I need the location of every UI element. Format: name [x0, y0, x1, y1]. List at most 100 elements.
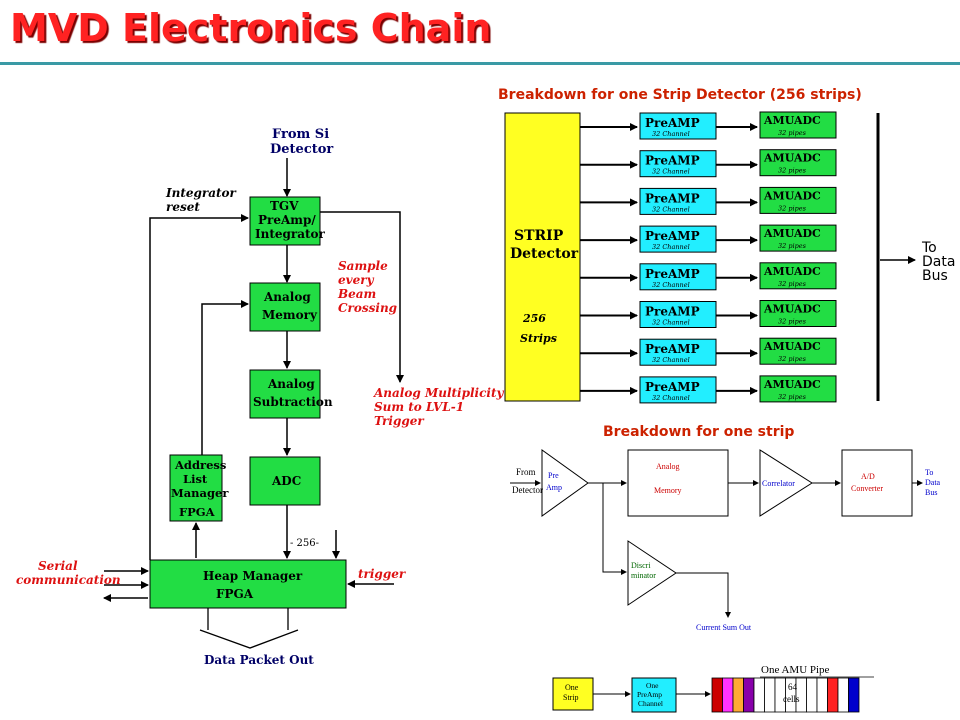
preamp-block: [639, 187, 717, 215]
pipe-cell: [848, 677, 860, 713]
one-strip-to-bus-label: To: [925, 468, 933, 477]
preamp-channel-box: [631, 677, 677, 713]
preamp-block: [639, 338, 717, 366]
trigger-label: trigger: [358, 567, 407, 581]
strips-label: Strips: [520, 332, 557, 345]
from-si-label: From Si: [272, 127, 329, 142]
preamp-sub-label: 32 Channel: [652, 168, 690, 176]
from-detector-label-2: Detector: [512, 485, 543, 495]
amuadc-block: [759, 186, 837, 214]
multiplicity-note: Analog Multiplicity: [373, 386, 505, 400]
amuadc-label: AMUADC: [763, 227, 821, 240]
heap-manager-label: Heap Manager: [203, 569, 303, 583]
sample-note-4: Crossing: [338, 301, 397, 315]
heap-manager-label-2: FPGA: [216, 587, 254, 601]
amu-pipe-cells: [711, 677, 860, 713]
amuadc-sub-label: 32 pipes: [778, 129, 807, 137]
preamp-label: PreAMP: [645, 380, 700, 394]
preamp-sub-label: 32 Channel: [652, 130, 690, 138]
amuadc-sub-label: 32 pipes: [778, 393, 807, 401]
bus-width-label: - 256-: [290, 538, 319, 549]
cells-label: cells: [783, 694, 800, 704]
preamp-block: [639, 263, 717, 291]
analog-subtraction-label-2: Subtraction: [253, 395, 333, 409]
amuadc-label: AMUADC: [763, 303, 821, 316]
amuadc-sub-label: 32 pipes: [778, 280, 807, 288]
amuadc-block: [759, 111, 837, 139]
tgv-label-3: Integrator: [255, 227, 326, 241]
one-strip-diagram: From Detector Pre Amp Analog Memory Corr…: [510, 449, 941, 632]
data-packet-out-label: Data Packet Out: [204, 653, 314, 667]
amuadc-block: [759, 224, 837, 252]
heap-manager-block: [149, 559, 347, 609]
serial-label-2: communication: [16, 573, 121, 587]
amuadc-label: AMUADC: [763, 378, 821, 391]
discriminator-triangle: [627, 540, 677, 606]
alm-label: Address: [174, 458, 226, 472]
correlator-label: Correlator: [762, 479, 795, 488]
one-strip-to-bus-label-3: Bus: [925, 488, 937, 497]
left-chain: From Si Detector Integrator reset TGV Pr…: [16, 127, 505, 667]
preamp-block: [639, 150, 717, 178]
amuadc-label: AMUADC: [763, 152, 821, 165]
multiplicity-note-2: Sum to LVL-1: [374, 400, 464, 414]
page-title: MVD Electronics Chain: [10, 6, 492, 50]
amuadc-sub-label: 32 pipes: [778, 355, 807, 363]
strip-detector-caption: Breakdown for one Strip Detector (256 st…: [498, 87, 862, 103]
one-strip-box: [552, 677, 594, 711]
amuadc-sub-label: 32 pipes: [778, 204, 807, 212]
strip-detector-label-2: Detector: [510, 246, 579, 262]
one-strip-box-label-2: Strip: [563, 693, 579, 702]
to-bus-label-3: Bus: [922, 268, 948, 284]
amuadc-block: [759, 337, 837, 365]
preamp-channel-label: One: [646, 681, 659, 690]
analog-memory-label-2: Memory: [262, 308, 318, 322]
one-strip-to-bus-label-2: Data: [925, 478, 941, 487]
amuadc-label: AMUADC: [763, 340, 821, 353]
preamp-sub-label: 32 Channel: [652, 243, 690, 251]
preamp-sub-label: 32 Channel: [652, 356, 690, 364]
from-si-label-2: Detector: [270, 142, 333, 157]
strip-detector-block: [504, 112, 581, 402]
preamp-sub-label: 32 Channel: [652, 281, 690, 289]
preamp-block: [639, 376, 717, 404]
multiplicity-note-3: Trigger: [374, 414, 425, 428]
discriminator-label: Discri: [631, 561, 651, 570]
amuadc-sub-label: 32 pipes: [778, 242, 807, 250]
pipe-cell: [837, 677, 849, 713]
sample-note-3: Beam: [337, 287, 376, 301]
preamp-label: Pre: [548, 471, 559, 480]
amuadc-block: [759, 375, 837, 403]
pipe-cell: [827, 677, 839, 713]
amuadc-block: [759, 262, 837, 290]
preamp-label: PreAMP: [645, 229, 700, 243]
cells-count-label: 64: [788, 682, 798, 692]
pipe-cell: [711, 677, 723, 713]
preamp-label: PreAMP: [645, 342, 700, 356]
serial-label: Serial: [38, 559, 78, 573]
preamp-triangle: [541, 449, 589, 517]
to-bus-label: To: [921, 240, 937, 256]
one-strip-caption: Breakdown for one strip: [603, 424, 795, 440]
integrator-reset-label: Integrator: [165, 186, 238, 200]
one-strip-box-label: One: [565, 683, 579, 692]
amuadc-sub-label: 32 pipes: [778, 318, 807, 326]
discriminator-label-2: minator: [631, 571, 656, 580]
analog-subtraction-label: Analog: [267, 377, 315, 391]
adc-label: ADC: [271, 474, 301, 488]
adc-block: [249, 456, 321, 506]
pipe-cell: [806, 677, 818, 713]
amuadc-label: AMUADC: [763, 114, 821, 127]
pipe-cell: [732, 677, 744, 713]
title-divider: [0, 62, 960, 65]
preamp-label: PreAMP: [645, 305, 700, 319]
to-bus-label-2: Data: [922, 254, 955, 270]
amu-pipe-label: One AMU Pipe: [761, 664, 830, 676]
address-list-manager-block: [169, 454, 223, 522]
analog-memory-label: Analog: [263, 290, 311, 304]
preamp-sub-label: 32 Channel: [652, 205, 690, 213]
ad-converter-box: [841, 449, 913, 517]
alm-label-4: FPGA: [179, 505, 216, 519]
